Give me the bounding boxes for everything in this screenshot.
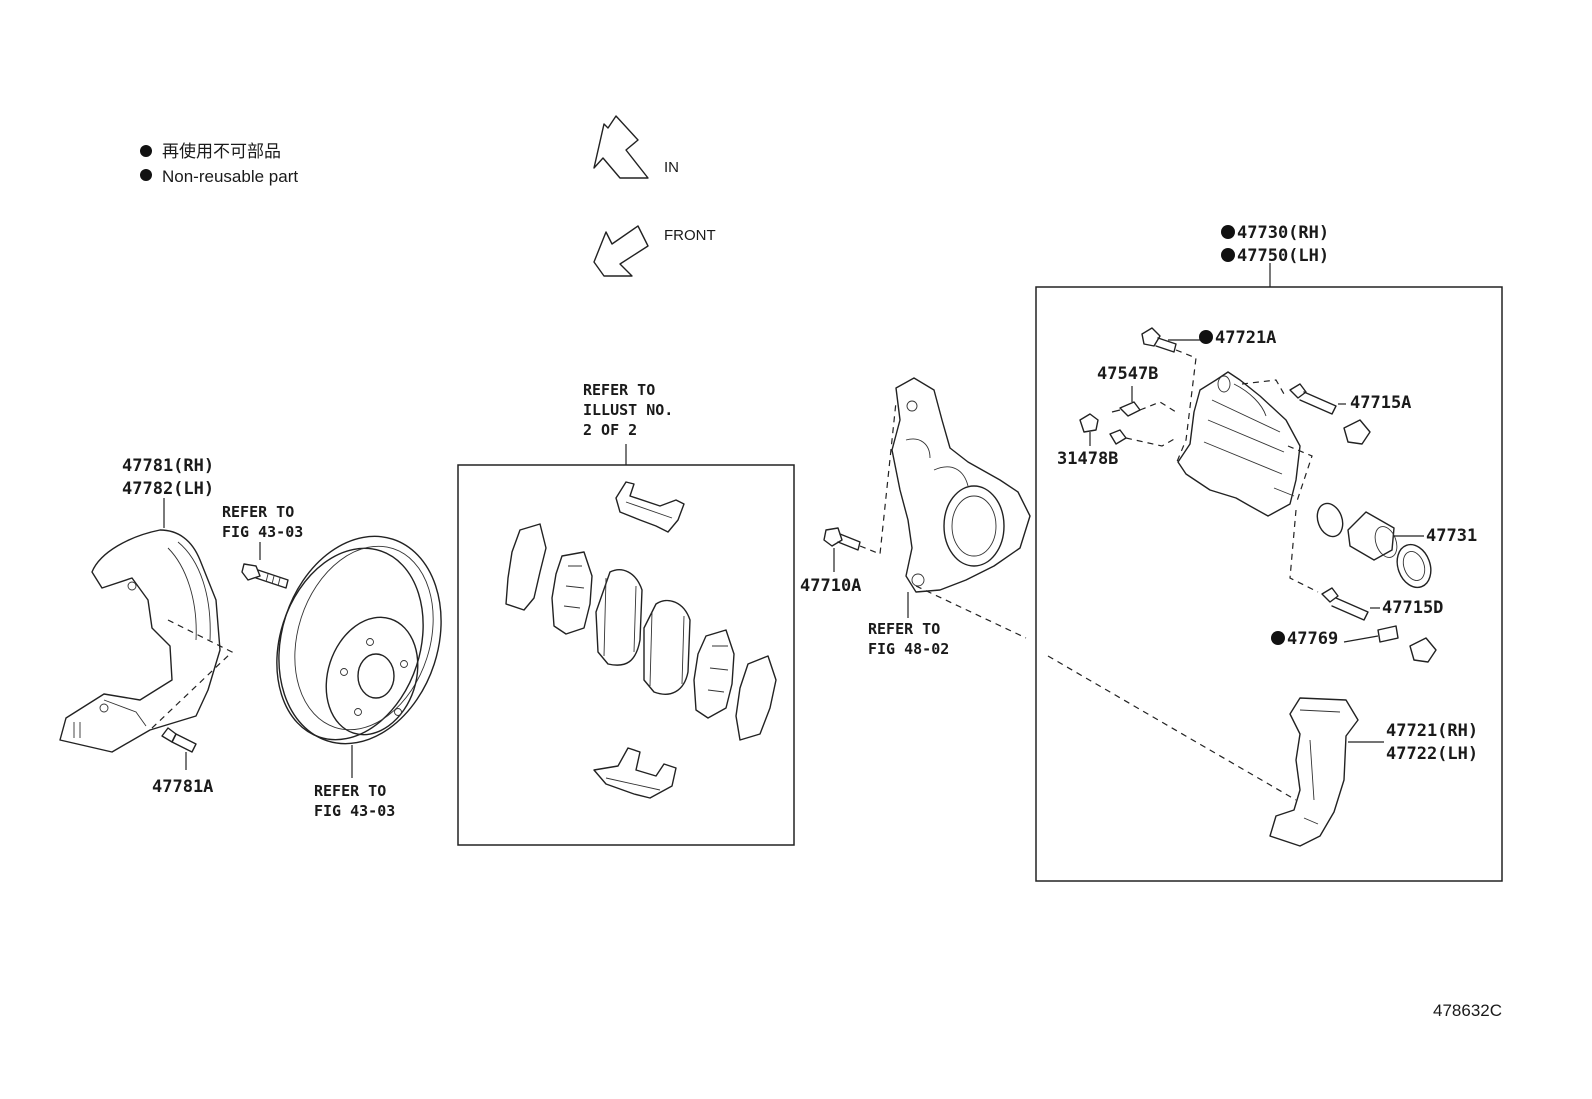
legend: 再使用不可部品 Non-reusable part [140, 141, 298, 186]
pad-kit-parts [505, 481, 777, 799]
front-arrow-icon [593, 225, 649, 277]
refer-to-label: REFER TO [868, 620, 940, 638]
legend-japanese: 再使用不可部品 [162, 141, 281, 161]
label-47710a: 47710A [800, 576, 861, 596]
bolt-47710a [823, 527, 861, 572]
caliper-mounting-bracket [1269, 697, 1359, 847]
non-reusable-bullet-icon [1221, 248, 1235, 262]
non-reusable-bullet-icon [1199, 330, 1213, 344]
label-47782-lh: 47782(LH) [122, 479, 214, 499]
label-47721a: 47721A [1215, 328, 1276, 348]
label-47781-rh: 47781(RH) [122, 456, 214, 476]
non-reusable-bullet-icon [140, 169, 152, 181]
label-47715d: 47715D [1382, 598, 1443, 618]
in-arrow-icon [593, 115, 649, 179]
bleeder-cap [1079, 413, 1127, 445]
label-47721-rh: 47721(RH) [1386, 721, 1478, 741]
bolt-47781a [161, 727, 197, 770]
refer-to-label: REFER TO [583, 381, 655, 399]
label-47781a: 47781A [152, 777, 213, 797]
label-31478b: 31478B [1057, 449, 1118, 469]
bushing-47769 [1377, 625, 1437, 663]
two-of-two-label: 2 OF 2 [583, 421, 637, 439]
direction-front: FRONT [593, 225, 716, 277]
slide-pin-47715d [1321, 587, 1369, 621]
legend-english: Non-reusable part [162, 167, 298, 186]
steering-knuckle [891, 377, 1031, 618]
label-47731: 47731 [1426, 526, 1477, 546]
brake-disc [276, 535, 442, 745]
slide-pin-47715a [1289, 383, 1371, 445]
caliper-assembly-box [1035, 286, 1503, 882]
bolt-47721a [1141, 327, 1200, 353]
figure-id: 478632C [1433, 1001, 1502, 1020]
caliper-body [1177, 371, 1301, 517]
label-47547b: 47547B [1097, 364, 1158, 384]
non-reusable-bullet-icon [1221, 225, 1235, 239]
refer-to-label: REFER TO [314, 782, 386, 800]
label-47730-rh: 47730(RH) [1237, 223, 1329, 243]
dust-cover [59, 529, 234, 753]
hub-bolt [241, 563, 289, 589]
fig-48-02-label: FIG 48-02 [868, 640, 949, 658]
direction-in: IN [593, 115, 679, 179]
front-label: FRONT [664, 227, 716, 244]
refer-to-label: REFER TO [222, 503, 294, 521]
illust-no-label: ILLUST NO. [583, 401, 673, 419]
fig-43-03-label: FIG 43-03 [314, 802, 395, 820]
in-label: IN [664, 159, 679, 176]
label-47722-lh: 47722(LH) [1386, 744, 1478, 764]
piston-seal-set [1316, 502, 1432, 589]
fig-43-03-label: FIG 43-03 [222, 523, 303, 541]
non-reusable-bullet-icon [1271, 631, 1285, 645]
label-47715a: 47715A [1350, 393, 1411, 413]
label-47750-lh: 47750(LH) [1237, 246, 1329, 266]
label-47769: 47769 [1287, 629, 1338, 649]
non-reusable-bullet-icon [140, 145, 152, 157]
bleeder-plug [1111, 401, 1141, 417]
pad-kit-box [457, 464, 795, 846]
